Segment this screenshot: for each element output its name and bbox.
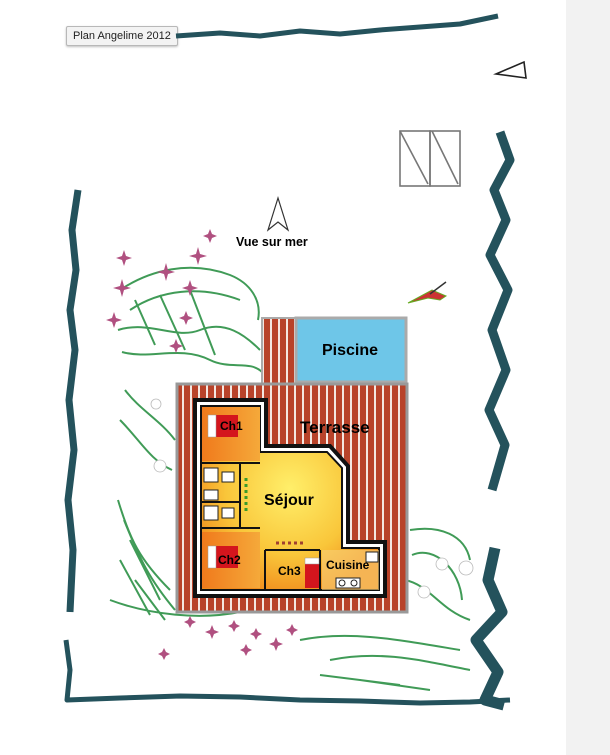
page-margin bbox=[566, 0, 610, 755]
living-room-label: Séjour bbox=[264, 492, 314, 509]
north-arrow-icon bbox=[266, 195, 290, 232]
pool-label: Piscine bbox=[322, 342, 378, 359]
kitchen-label: Cuisine bbox=[326, 558, 370, 572]
gate-icon bbox=[399, 130, 461, 187]
white-flowers bbox=[150, 398, 474, 599]
bedroom-2-label: Ch2 bbox=[218, 553, 241, 567]
orientation-label: Vue sur mer bbox=[236, 235, 308, 249]
property-boundary bbox=[63, 13, 515, 711]
terrace-label: Terrasse bbox=[300, 418, 370, 437]
flowers bbox=[106, 229, 298, 660]
triangle-marker-icon bbox=[493, 60, 527, 79]
bottom-wall bbox=[63, 639, 511, 706]
left-wall bbox=[64, 189, 82, 613]
right-wall-upper bbox=[484, 130, 515, 492]
top-wall bbox=[175, 13, 499, 39]
bed-3 bbox=[305, 558, 319, 588]
kitchen-fixtures bbox=[335, 551, 379, 589]
vegetation bbox=[109, 266, 471, 691]
pool-deck bbox=[261, 317, 297, 387]
pool bbox=[294, 316, 408, 384]
bedroom-3-label: Ch3 bbox=[278, 564, 301, 578]
right-wall-lower bbox=[470, 546, 508, 711]
bird-icon bbox=[407, 281, 448, 304]
bathroom-fixtures bbox=[203, 467, 235, 521]
bedroom-1-label: Ch1 bbox=[220, 419, 243, 433]
